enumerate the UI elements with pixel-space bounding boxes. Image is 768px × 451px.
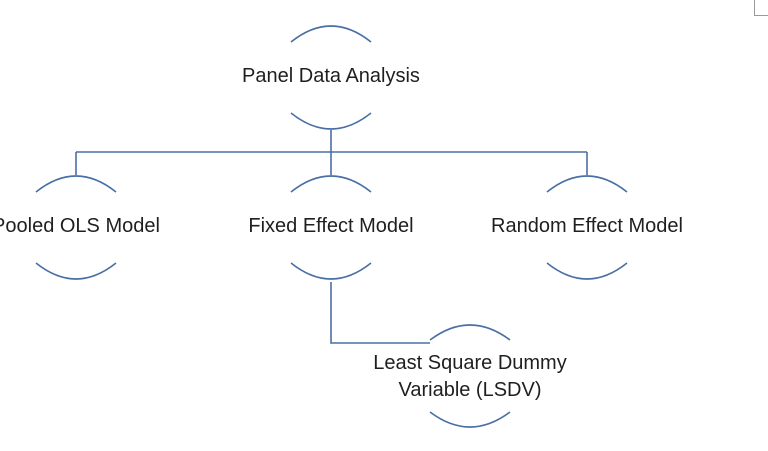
node-root-shape (290, 25, 372, 130)
fixed-bottom-arc (290, 262, 372, 280)
pooled-top-arc (35, 175, 117, 193)
pooled-bottom-arc (35, 262, 117, 280)
node-random-shape (546, 175, 628, 280)
node-label-lsdv-line2: Variable (LSDV) (398, 379, 542, 401)
node-pooled-shape (35, 175, 117, 280)
random-bottom-arc (546, 262, 628, 280)
node-lsdv-shape (429, 324, 511, 428)
node-fixed-shape (290, 175, 372, 280)
lsdv-bottom-arc (429, 411, 511, 428)
node-label-panel-data-analysis: Panel Data Analysis (242, 65, 420, 87)
random-top-arc (546, 175, 628, 193)
window-corner-mark (754, 0, 768, 16)
node-label-lsdv-line1: Least Square Dummy (373, 352, 567, 374)
connector-fixed-to-lsdv (330, 282, 430, 344)
node-label-random-effect-model: Random Effect Model (491, 215, 683, 237)
connectors (75, 130, 588, 344)
node-label-pooled-ols-model: Pooled OLS Model (0, 215, 160, 237)
root-bottom-arc (290, 112, 372, 130)
lsdv-top-arc (429, 324, 511, 341)
node-label-fixed-effect-model: Fixed Effect Model (248, 215, 414, 237)
root-top-arc (290, 25, 372, 43)
fixed-top-arc (290, 175, 372, 193)
